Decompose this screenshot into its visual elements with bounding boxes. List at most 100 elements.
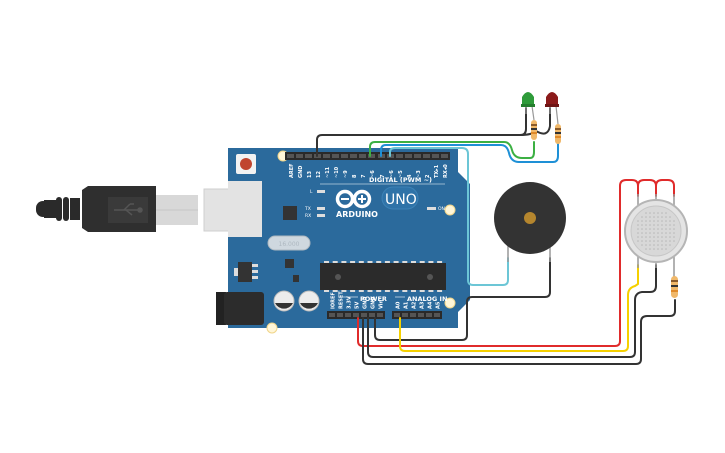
gas-sensor[interactable] xyxy=(624,194,688,278)
pin-label: A5 xyxy=(436,301,442,309)
usb-port xyxy=(228,181,262,237)
pin-label: Vin xyxy=(379,300,385,309)
resistor-red-led[interactable] xyxy=(555,124,561,144)
header-pin[interactable] xyxy=(414,154,421,158)
header-pin[interactable] xyxy=(368,154,375,158)
mounting-hole xyxy=(444,297,456,309)
analog-header-label: ANALOG IN xyxy=(407,295,447,303)
pin-label: ~6 xyxy=(370,170,376,178)
reset-button[interactable] xyxy=(236,154,256,174)
led-on-label: ON xyxy=(438,206,445,212)
digital-header[interactable] xyxy=(285,152,450,160)
wire-black-sensor-gnd[interactable] xyxy=(367,264,657,358)
header-pin[interactable] xyxy=(341,154,348,158)
wire-black-resistor-gnd[interactable] xyxy=(362,299,676,365)
resistor-sensor[interactable] xyxy=(671,276,678,298)
piezo-buzzer[interactable] xyxy=(494,182,566,262)
pin-label: A3 xyxy=(420,301,426,309)
header-pin[interactable] xyxy=(361,313,367,317)
arduino-board[interactable]: 16.000 xyxy=(216,148,470,334)
pin-label: 3.3V xyxy=(347,296,353,309)
led-l xyxy=(317,190,325,193)
header-pin[interactable] xyxy=(405,154,412,158)
power-header-label: POWER xyxy=(360,295,387,303)
pin-label: 5V xyxy=(355,302,361,309)
header-pin[interactable] xyxy=(296,154,303,158)
crystal: 16.000 xyxy=(267,235,311,251)
wire-black-buzzer-gnd[interactable] xyxy=(374,257,551,341)
header-pin[interactable] xyxy=(426,313,432,317)
header-pin[interactable] xyxy=(432,154,439,158)
pin-label: RESET xyxy=(339,291,345,309)
header-pin[interactable] xyxy=(418,313,424,317)
pin-label: TX▸1 xyxy=(434,164,440,178)
header-pin[interactable] xyxy=(359,154,366,158)
brand-label: ARDUINO xyxy=(336,210,378,219)
pin-label: 4 xyxy=(407,174,413,178)
header-pin[interactable] xyxy=(434,313,440,317)
wire-yellow-a0[interactable] xyxy=(399,264,639,352)
capacitor xyxy=(298,290,320,312)
led-tx xyxy=(317,207,325,210)
header-pin[interactable] xyxy=(323,154,330,158)
wire-blue-pin7[interactable] xyxy=(380,143,559,163)
header-pin[interactable] xyxy=(410,313,416,317)
pin-label: A0 xyxy=(396,301,402,309)
pin-label: 13 xyxy=(307,171,313,178)
pin-label: 2 xyxy=(425,174,431,178)
mounting-hole xyxy=(444,204,456,216)
microcontroller xyxy=(320,261,446,292)
header-pin[interactable] xyxy=(396,154,403,158)
led-green[interactable] xyxy=(521,92,535,121)
mounting-hole xyxy=(266,322,278,334)
header-pin[interactable] xyxy=(394,313,400,317)
led-rx-label: RX xyxy=(305,213,311,219)
led-l-label: L xyxy=(310,189,313,195)
chip xyxy=(283,206,297,220)
pin-label: ~6 xyxy=(389,170,395,178)
small-chip xyxy=(285,259,294,268)
pin-label: RX◂0 xyxy=(443,164,449,178)
header-pin[interactable] xyxy=(377,313,383,317)
usb-cable[interactable] xyxy=(36,186,261,232)
pin-label: 12 xyxy=(316,171,322,178)
wire-green-pin8[interactable] xyxy=(369,141,535,159)
resistor-green-led[interactable] xyxy=(531,120,537,140)
led-tx-label: TX xyxy=(304,206,311,212)
usb-symbol-icon xyxy=(114,203,143,216)
pin-label: A4 xyxy=(428,301,434,309)
wire-cyan-pin6[interactable] xyxy=(389,147,509,286)
pin-label: 8 xyxy=(352,174,358,178)
wire-red-5v[interactable] xyxy=(357,179,675,347)
svg-text:16.000: 16.000 xyxy=(279,241,300,248)
pin-label: ~10 xyxy=(334,166,340,178)
pin-label: ~5 xyxy=(398,170,404,178)
power-header[interactable] xyxy=(327,311,385,319)
arduino-logo-icon xyxy=(335,189,372,209)
header-pin[interactable] xyxy=(369,313,375,317)
header-pin[interactable] xyxy=(287,154,294,158)
power-jack xyxy=(216,292,264,325)
pin-label: 7 xyxy=(380,174,386,178)
header-pin[interactable] xyxy=(345,313,351,317)
header-pin[interactable] xyxy=(353,313,359,317)
header-pin[interactable] xyxy=(350,154,357,158)
header-pin[interactable] xyxy=(332,154,339,158)
header-pin[interactable] xyxy=(329,313,335,317)
led-red[interactable] xyxy=(545,92,559,125)
header-pin[interactable] xyxy=(423,154,430,158)
header-pin[interactable] xyxy=(441,154,448,158)
led-rx xyxy=(317,214,325,217)
analog-header[interactable] xyxy=(392,311,442,319)
pin-label: GND xyxy=(298,166,304,178)
header-pin[interactable] xyxy=(402,313,408,317)
header-pin[interactable] xyxy=(305,154,312,158)
pin-label: ~3 xyxy=(416,170,422,178)
header-pin[interactable] xyxy=(337,313,343,317)
wires xyxy=(316,107,676,365)
pin-label: A1 xyxy=(404,301,410,309)
digital-header-label: DIGITAL (PWM ~) xyxy=(369,176,432,184)
